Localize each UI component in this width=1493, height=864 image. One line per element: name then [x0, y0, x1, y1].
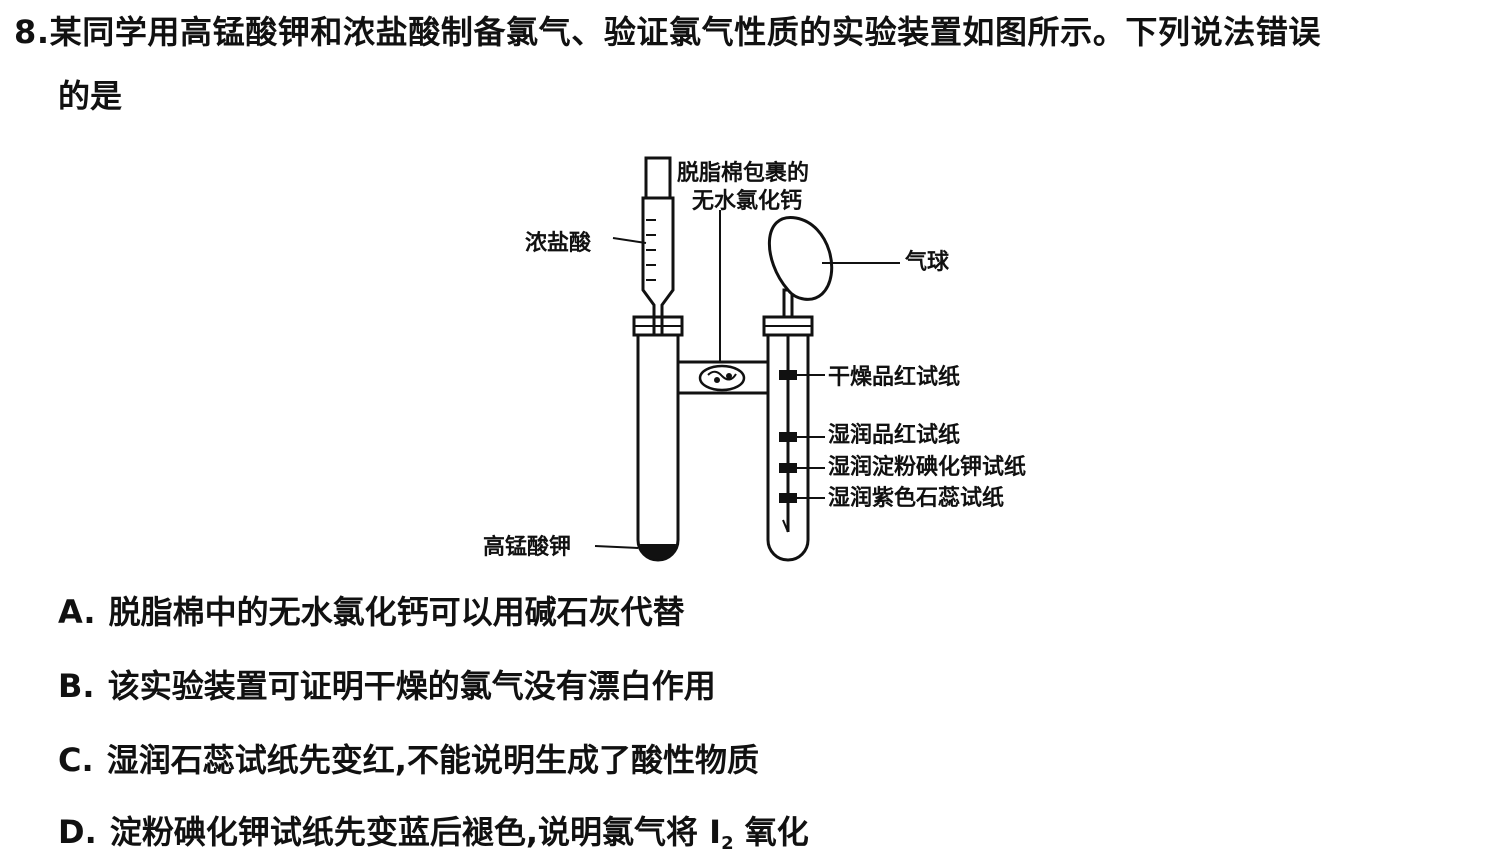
label-balloon: 气球: [904, 249, 950, 275]
label-cotton-line-1: 脱脂棉包裹的: [677, 160, 809, 186]
apparatus-diagram: 脱脂棉包裹的 无水氯化钙 浓盐酸 气球 干燥品红试纸 湿润品红试纸 湿润淀粉碘化…: [483, 156, 1026, 562]
option-a-text: 脱脂棉中的无水氯化钙可以用碱石灰代替: [108, 593, 685, 631]
formula-symbol: I: [709, 813, 722, 851]
label-kmno4: 高锰酸钾: [483, 534, 571, 560]
paper-strip-wet-litmus: [779, 493, 797, 503]
kmno4-solid: [640, 544, 676, 560]
option-c-text: 湿润石蕊试纸先变红,不能说明生成了酸性物质: [106, 741, 759, 779]
option-d: D. 淀粉碘化钾试纸先变蓝后褪色,说明氯气将 I2 氧化: [58, 812, 809, 864]
option-c-letter: C.: [58, 741, 94, 779]
option-b: B. 该实验装置可证明干燥的氯气没有漂白作用: [58, 666, 716, 706]
paper-strip-dry: [779, 370, 797, 380]
option-a-letter: A.: [58, 593, 96, 631]
separatory-funnel: [641, 156, 675, 337]
label-wet-ki-starch: 湿润淀粉碘化钾试纸: [828, 454, 1026, 480]
balloon-assembly: [768, 216, 900, 317]
balloon: [768, 216, 834, 301]
option-d-letter: D.: [58, 813, 97, 851]
left-tube: [636, 335, 680, 562]
label-wet-litmus: 湿润紫色石蕊试纸: [828, 485, 1004, 511]
option-d-text-after: 氧化: [744, 813, 809, 851]
paper-rod: [779, 335, 797, 533]
question-stem-line-2: 的是: [58, 77, 123, 115]
question-stem-text: 某同学用高锰酸钾和浓盐酸制备氯气、验证氯气性质的实验装置如图所示。下列说法错误: [49, 13, 1322, 51]
label-dry-paper: 干燥品红试纸: [828, 364, 960, 390]
option-b-text: 该实验装置可证明干燥的氯气没有漂白作用: [107, 667, 716, 705]
label-cotton-line-2: 无水氯化钙: [692, 188, 802, 214]
paper-strip-wet-magenta: [779, 432, 797, 442]
formula-subscript: 2: [721, 833, 734, 854]
paper-strip-wet-ki: [779, 463, 797, 473]
label-hcl: 浓盐酸: [525, 231, 592, 256]
option-b-letter: B.: [58, 667, 95, 705]
option-a: A. 脱脂棉中的无水氯化钙可以用碱石灰代替: [58, 592, 685, 632]
connecting-tube: [678, 360, 768, 395]
cotton-plug: [698, 364, 746, 392]
question-number: 8.: [14, 13, 50, 51]
right-tube: [766, 335, 810, 562]
label-wet-magenta: 湿润品红试纸: [828, 422, 960, 448]
option-d-text-before: 淀粉碘化钾试纸先变蓝后褪色,说明氯气将: [109, 813, 699, 851]
question-stem-line-1: 8.某同学用高锰酸钾和浓盐酸制备氯气、验证氯气性质的实验装置如图所示。下列说法错…: [14, 12, 1321, 52]
option-c: C. 湿润石蕊试纸先变红,不能说明生成了酸性物质: [58, 740, 759, 780]
option-d-formula: I2: [709, 813, 734, 854]
